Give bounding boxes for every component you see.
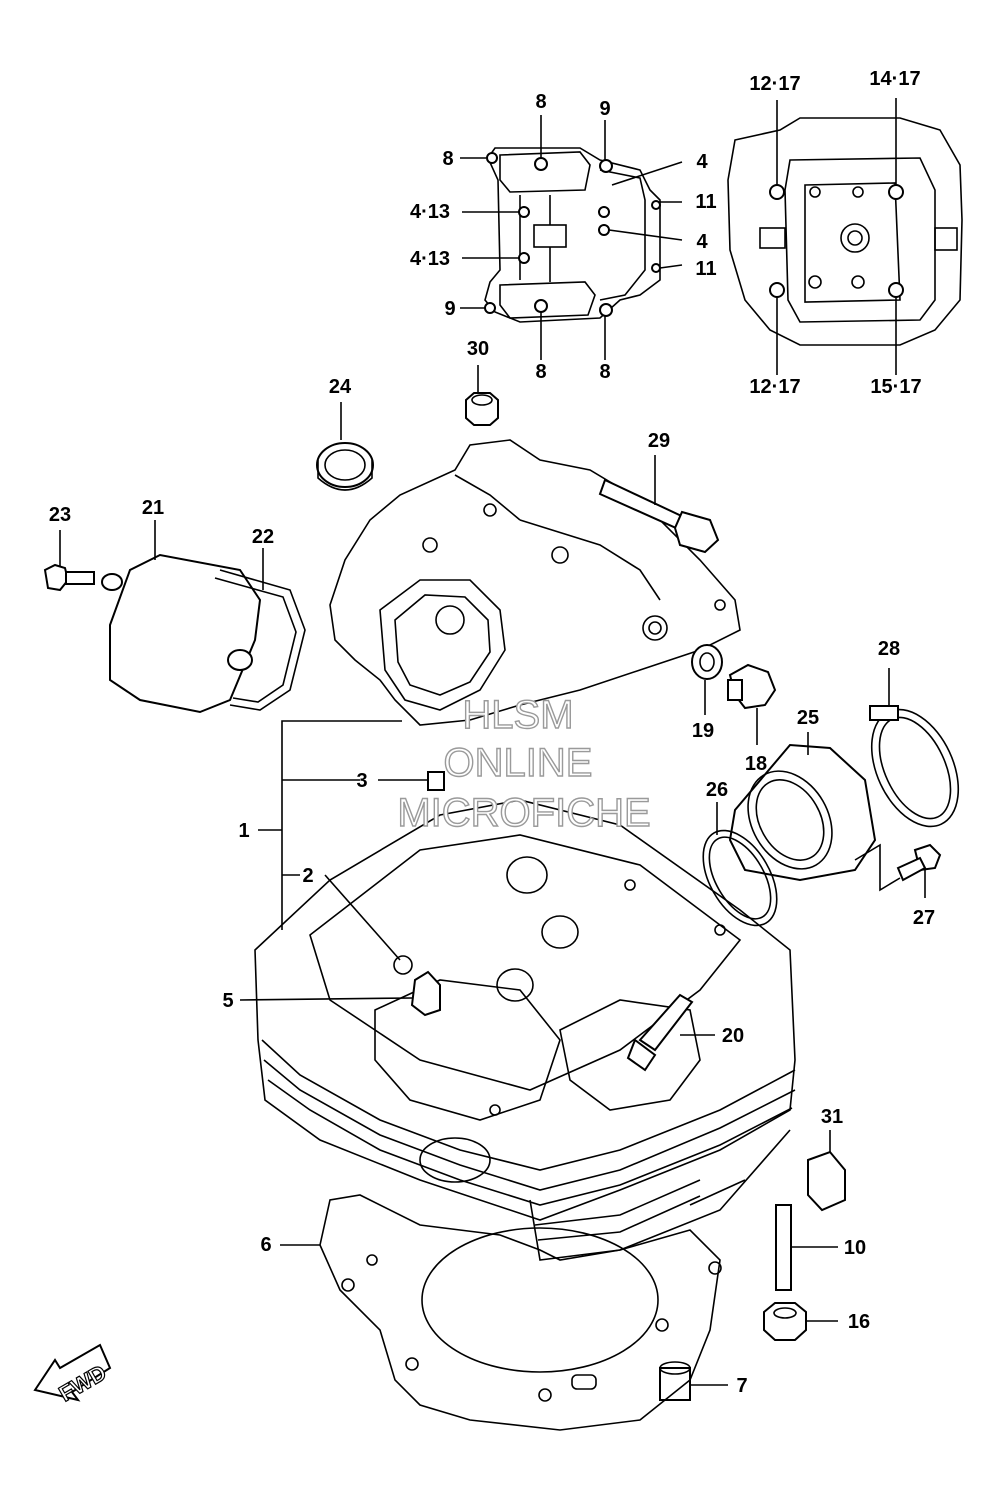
leader-stud-dashed xyxy=(689,1179,746,1206)
leader-5 xyxy=(239,997,413,1001)
callout-15-17: 15·17 xyxy=(870,376,921,398)
callout-23: 23 xyxy=(49,504,71,526)
part-27-bolt xyxy=(896,843,942,882)
callout-29: 29 xyxy=(648,430,670,452)
callout-1: 1 xyxy=(238,820,249,842)
part-23-bolt xyxy=(43,563,95,592)
leader-25-27 xyxy=(854,843,901,892)
part-24-ring xyxy=(316,442,374,491)
part-29-bolt xyxy=(598,478,720,554)
part-19-washer xyxy=(691,644,723,680)
callout-19: 19 xyxy=(692,720,714,742)
watermark: HLSM ONLINE MICROFICHE xyxy=(397,692,652,835)
callout-6: 6 xyxy=(260,1234,271,1256)
callout-labels: 8 9 8 4 4·13 11 4 4·13 11 9 8 8 12·17 14… xyxy=(49,68,935,1397)
callout-8: 8 xyxy=(599,361,610,383)
callout-18: 18 xyxy=(745,753,767,775)
part-7-dowel xyxy=(659,1361,691,1401)
part-18-plug xyxy=(727,663,777,710)
callout-3: 3 xyxy=(356,770,367,792)
part-26-o-ring xyxy=(702,829,778,927)
callout-10: 10 xyxy=(844,1237,866,1259)
callout-4: 4 xyxy=(696,231,708,253)
callout-4-13: 4·13 xyxy=(410,248,450,270)
cylinder-head-cover xyxy=(329,439,741,726)
callout-11: 11 xyxy=(695,258,716,280)
callout-9: 9 xyxy=(444,298,455,320)
callout-8: 8 xyxy=(535,361,546,383)
bracket-1 xyxy=(281,720,402,930)
callout-26: 26 xyxy=(706,779,728,801)
fwd-arrow: FWD xyxy=(33,1343,112,1407)
part-30-nut xyxy=(465,392,499,426)
callout-14-17: 14·17 xyxy=(869,68,920,90)
leader-2 xyxy=(324,874,401,961)
watermark-line-1: HLSM xyxy=(462,693,573,737)
callout-4-13: 4·13 xyxy=(410,201,450,223)
part-28-clamp xyxy=(869,705,960,828)
callout-21: 21 xyxy=(142,497,164,519)
part-21-cap xyxy=(101,553,262,714)
callout-16: 16 xyxy=(848,1311,870,1333)
callout-30: 30 xyxy=(467,338,489,360)
callout-27: 27 xyxy=(913,907,935,929)
callout-24: 24 xyxy=(329,376,352,398)
part-20-spark-plug xyxy=(626,993,694,1072)
callout-25: 25 xyxy=(797,707,819,729)
part-31-damper xyxy=(807,1150,846,1212)
part-22-gasket xyxy=(214,569,306,711)
callout-20: 20 xyxy=(722,1025,744,1047)
part-2-valve-guide xyxy=(393,955,413,975)
callout-12-17: 12·17 xyxy=(749,376,800,398)
callout-2: 2 xyxy=(302,865,313,887)
callout-5: 5 xyxy=(222,990,233,1012)
callout-12-17: 12·17 xyxy=(749,73,800,95)
part-3-dowel xyxy=(427,771,445,791)
watermark-line-3: MICROFICHE xyxy=(397,791,650,835)
part-25-intake-pipe xyxy=(728,743,877,882)
callout-8: 8 xyxy=(535,91,546,113)
callout-22: 22 xyxy=(252,526,274,548)
callout-31: 31 xyxy=(821,1106,843,1128)
watermark-line-2: ONLINE xyxy=(444,741,593,785)
callout-11: 11 xyxy=(695,191,716,213)
leaders-top-center xyxy=(460,115,683,360)
part-16-nut xyxy=(763,1302,807,1341)
callout-28: 28 xyxy=(878,638,900,660)
leaders-top-right xyxy=(776,98,897,375)
callout-9: 9 xyxy=(599,98,610,120)
head-top-view-detail xyxy=(727,117,963,346)
part-6-gasket xyxy=(319,1194,722,1431)
callout-4: 4 xyxy=(696,151,708,173)
part-10-stud xyxy=(775,1204,792,1291)
callout-8: 8 xyxy=(442,148,453,170)
part-5-valve xyxy=(410,970,441,1017)
callout-7: 7 xyxy=(736,1375,747,1397)
cover-bolt-detail xyxy=(484,147,661,323)
cylinder-head xyxy=(254,799,796,1261)
